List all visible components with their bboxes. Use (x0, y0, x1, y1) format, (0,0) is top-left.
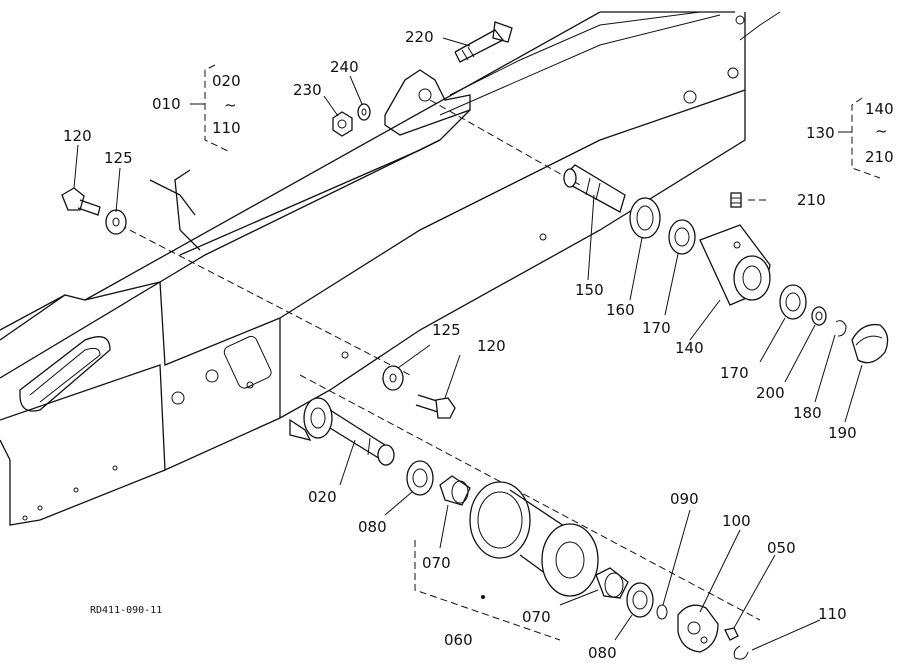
guide-lines (119, 99, 770, 641)
setscrew-210 (730, 192, 742, 208)
callout-160: 160 (606, 301, 635, 319)
callout-010: 010 (152, 95, 181, 113)
oring-090 (656, 604, 668, 620)
washer-200 (811, 306, 827, 326)
bolt-120-upper (61, 187, 101, 216)
callout-150: 150 (575, 281, 604, 299)
range-bracket-right (838, 97, 881, 179)
seal-080-right (626, 582, 654, 618)
callout-180: 180 (793, 404, 822, 422)
callout-200: 200 (756, 384, 785, 402)
track-frame (0, 11, 781, 526)
callout-090: 090 (670, 490, 699, 508)
callout-125-lower: 125 (432, 321, 461, 339)
collar-140 (699, 224, 771, 306)
callout-210-range: 210 (865, 148, 894, 166)
callout-120-lower: 120 (477, 337, 506, 355)
callout-130: 130 (806, 124, 835, 142)
circlip-110 (733, 645, 749, 660)
callout-170-upper: 170 (642, 319, 671, 337)
plug-050 (724, 627, 739, 641)
callout-125-upper: 125 (104, 149, 133, 167)
bushing-070-right (595, 567, 629, 599)
callout-080-left: 080 (358, 518, 387, 536)
callout-220: 220 (405, 28, 434, 46)
bearing-170-lower (779, 284, 807, 320)
callout-020-range: 020 (212, 72, 241, 90)
roller-060 (469, 481, 599, 599)
callout-240: 240 (330, 58, 359, 76)
tilde-right: ~ (875, 122, 888, 140)
callout-070-right: 070 (522, 608, 551, 626)
washer-125-upper (105, 209, 127, 235)
callout-020: 020 (308, 488, 337, 506)
callout-140-range: 140 (865, 100, 894, 118)
callout-070-left: 070 (422, 554, 451, 572)
callout-120-upper: 120 (63, 127, 92, 145)
snapring-180 (835, 320, 847, 337)
shaft-150 (563, 164, 626, 213)
callout-080-right: 080 (588, 644, 617, 662)
tilde-left: ~ (224, 96, 237, 114)
callout-060: 060 (444, 631, 473, 649)
callout-100: 100 (722, 512, 751, 530)
washer-125-lower (382, 365, 404, 391)
leader-lines (73, 37, 863, 651)
cover-100 (677, 604, 719, 653)
bolt-120-lower (415, 394, 456, 419)
callout-170-lower: 170 (720, 364, 749, 382)
callout-110: 110 (818, 605, 847, 623)
shaft-020 (289, 397, 395, 466)
bracket (384, 69, 471, 136)
callout-190: 190 (828, 424, 857, 442)
range-bracket-left (190, 64, 231, 153)
washer-240 (357, 103, 371, 121)
seal-080-left (406, 460, 434, 496)
cap-190 (851, 323, 889, 364)
nut-230 (332, 111, 353, 137)
callout-230: 230 (293, 81, 322, 99)
bearing-170-upper (668, 219, 696, 255)
callout-140: 140 (675, 339, 704, 357)
callout-110-range: 110 (212, 119, 241, 137)
callout-050: 050 (767, 539, 796, 557)
callout-210: 210 (797, 191, 826, 209)
bushing-070-left (439, 475, 471, 506)
bolt-220 (454, 21, 513, 63)
drawing-code: RD411-090-11 (90, 605, 162, 616)
seal-160 (629, 197, 661, 239)
